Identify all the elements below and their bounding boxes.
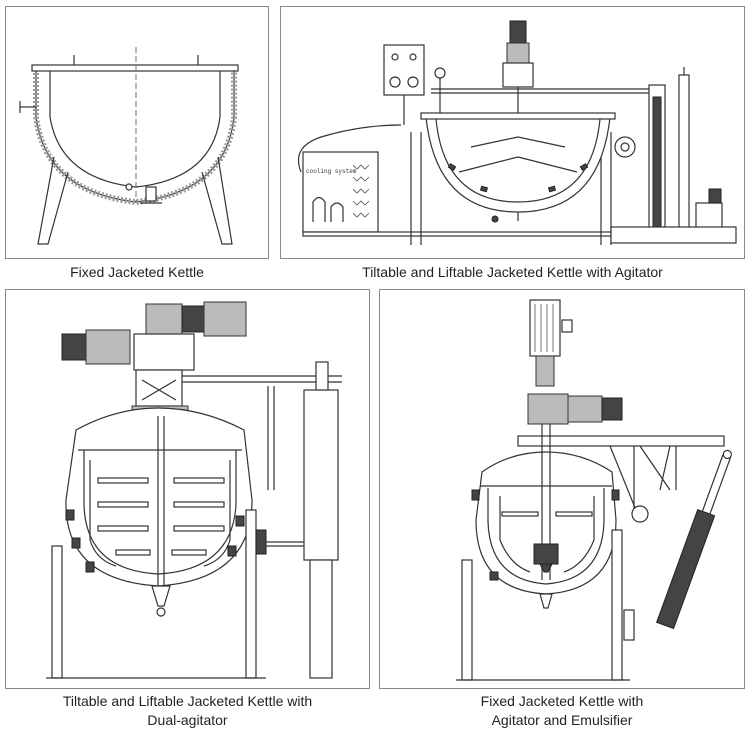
cooling-system-unit xyxy=(302,151,379,233)
kettle-rim xyxy=(31,64,239,72)
leg-left xyxy=(37,156,69,245)
agitator-motor xyxy=(509,20,527,44)
agitator-emulsifier-drawing xyxy=(456,299,732,681)
caption-text: Tiltable and Liftable Jacketed Kettle wi… xyxy=(362,264,663,280)
tiltable-kettle-agitator-drawing: cooling system xyxy=(297,20,737,245)
diagram-tiltable-kettle-agitator: cooling system xyxy=(280,6,745,259)
agitator-motor xyxy=(601,397,623,421)
caption-tiltable-kettle-agitator: Tiltable and Liftable Jacketed Kettle wi… xyxy=(280,263,745,282)
lifting-cylinder xyxy=(303,389,339,561)
tilt-gear xyxy=(614,136,636,158)
emulsifier-head xyxy=(533,543,559,565)
caption-fixed-jacketed-kettle: Fixed Jacketed Kettle xyxy=(5,263,269,282)
kettle-tank xyxy=(65,407,253,587)
motor-left xyxy=(61,333,87,361)
leg-right xyxy=(245,509,257,679)
motor-top xyxy=(181,305,205,333)
caption-line-2: Dual-agitator xyxy=(147,712,228,728)
bottom-valve xyxy=(151,585,171,607)
emulsifier-motor xyxy=(529,299,561,357)
leg-left xyxy=(51,545,63,679)
pressure-gauge xyxy=(434,67,446,79)
diagram-fixed-jacketed-kettle xyxy=(5,6,269,259)
caption-text: Fixed Jacketed Kettle xyxy=(70,264,204,280)
cooling-system-label: cooling system xyxy=(306,168,357,175)
diagram-tiltable-kettle-dual-agitator xyxy=(5,289,370,689)
cooling-hose xyxy=(297,124,402,173)
diagram-fixed-kettle-agitator-emulsifier xyxy=(379,289,745,689)
caption-line-2: Agitator and Emulsifier xyxy=(491,712,633,728)
caption-line-1: Tiltable and Liftable Jacketed Kettle wi… xyxy=(62,693,313,709)
leg-left xyxy=(461,559,473,681)
caption-fixed-kettle-agitator-emulsifier: Fixed Jacketed Kettle with Agitator and … xyxy=(379,692,745,730)
pivot-joint xyxy=(631,505,649,523)
caption-line-1: Fixed Jacketed Kettle with xyxy=(480,693,644,709)
leg-right xyxy=(611,529,623,681)
leg-right xyxy=(201,156,233,245)
hydraulic-cylinder xyxy=(656,449,732,630)
control-box xyxy=(383,44,425,96)
hydraulic-unit xyxy=(695,202,723,232)
fixed-kettle-drawing xyxy=(19,47,239,245)
dual-agitator-drawing xyxy=(46,301,342,679)
bottom-valve xyxy=(539,593,553,609)
kettle-bowl xyxy=(425,116,611,213)
support-beam xyxy=(517,435,725,447)
caption-tiltable-kettle-dual-agitator: Tiltable and Liftable Jacketed Kettle wi… xyxy=(5,692,370,730)
